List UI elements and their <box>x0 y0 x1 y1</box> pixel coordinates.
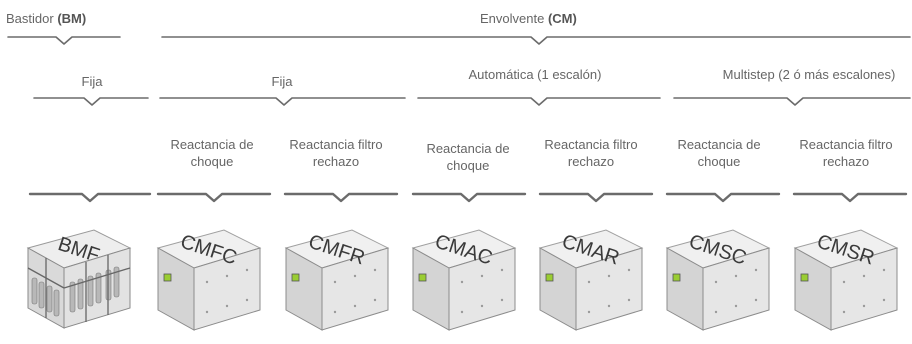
bastidor-code: (BM) <box>57 11 87 26</box>
reactancia-label-6: Reactancia filtro rechazo <box>799 137 893 169</box>
envolvente-bracket <box>161 36 911 45</box>
fija-bm-label: Fija <box>81 74 103 89</box>
envolvente-text: Envolvente <box>480 11 548 26</box>
bastidor-label: Bastidor (BM) <box>6 10 86 27</box>
automatica-bracket <box>417 97 661 106</box>
reactancia-label-5: Reactancia de choque <box>677 137 761 169</box>
cmfc-cabinet: CMFC <box>152 222 264 337</box>
bastidor-bracket <box>7 36 121 45</box>
indicator-light <box>291 273 300 282</box>
cmfr-cabinet: CMFR <box>280 222 392 337</box>
reactancia-label-1: Reactancia de choque <box>170 137 254 169</box>
cmsc-cabinet: CMSC <box>661 222 773 337</box>
level3-bracket-1 <box>28 192 152 203</box>
cmac-cabinet: CMAC <box>407 222 519 337</box>
fija-cm-bracket <box>159 97 406 106</box>
bmf-rack-illustration: BMF <box>26 229 132 329</box>
indicator-light <box>545 273 554 282</box>
level3-bracket-7 <box>792 192 908 203</box>
indicator-light <box>163 273 172 282</box>
fija-cm-label: Fija <box>271 74 293 89</box>
bmf-rack: BMF <box>22 222 134 337</box>
reactancia-label-3: Reactancia de choque <box>426 141 510 173</box>
indicator-light <box>800 273 809 282</box>
automatica-label: Automática (1 escalón) <box>468 67 602 82</box>
multistep-bracket <box>673 97 911 106</box>
cmar-cabinet: CMAR <box>534 222 646 337</box>
level3-bracket-2 <box>156 192 272 203</box>
fija-bm-bracket <box>33 97 149 106</box>
level3-bracket-5 <box>538 192 654 203</box>
indicator-light <box>418 273 427 282</box>
level3-bracket-6 <box>665 192 781 203</box>
bastidor-text: Bastidor <box>6 11 58 26</box>
cmsr-cabinet: CMSR <box>789 222 901 337</box>
envolvente-code: (CM) <box>547 11 577 26</box>
reactancia-label-4: Reactancia filtro rechazo <box>544 137 638 169</box>
reactancia-label-2: Reactancia filtro rechazo <box>289 137 383 169</box>
multistep-label: Multistep (2 ó más escalones) <box>722 67 896 82</box>
level3-bracket-4 <box>411 192 527 203</box>
level3-bracket-3 <box>283 192 399 203</box>
indicator-light <box>672 273 681 282</box>
envolvente-label: Envolvente (CM) <box>480 10 577 27</box>
